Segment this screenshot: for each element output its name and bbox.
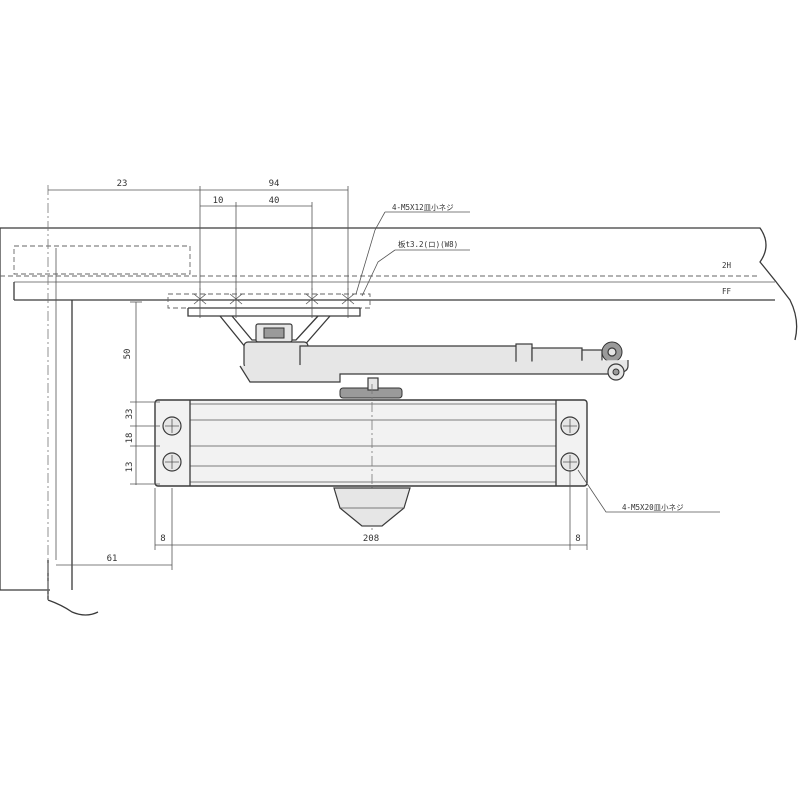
bracket-screw [193, 288, 207, 318]
dimension-top-overall: 23 [117, 179, 128, 189]
annotation-body-screws: 4-M5X20皿小ネジ [622, 503, 684, 512]
bracket-screw [229, 288, 243, 318]
annotation-spacer-plate: 板t3.2(ロ)(W8) [398, 239, 458, 249]
dimension-vertical-offset: 50 [123, 349, 133, 360]
dimension-body-a: 33 [125, 409, 135, 420]
body-screw [560, 416, 580, 436]
dimension-top-pitch: 40 [269, 196, 280, 206]
level-label-upper: 2H [722, 261, 732, 270]
dimension-bottom-left-offset: 61 [107, 554, 118, 564]
bracket-screw [341, 288, 355, 318]
dimension-top-small: 10 [213, 196, 224, 206]
body-screw [162, 452, 182, 472]
closer-body [154, 384, 588, 530]
arm-assembly [239, 323, 629, 399]
dimension-body-b: 18 [125, 433, 135, 444]
dimension-top-span: 94 [269, 179, 280, 189]
annotation-bracket-screws: 4-M5X12皿小ネジ [392, 203, 454, 212]
body-screw [162, 416, 182, 436]
dimension-end-left: 8 [160, 534, 165, 544]
dimension-end-right: 8 [575, 534, 580, 544]
dimension-body-c: 13 [125, 462, 135, 473]
dimension-lines [48, 186, 720, 570]
dimension-body-length: 208 [363, 534, 379, 544]
bracket-screw [305, 288, 319, 318]
level-label-lower: FF [722, 287, 732, 296]
adjusting-valve [333, 487, 411, 527]
body-screw [560, 452, 580, 472]
